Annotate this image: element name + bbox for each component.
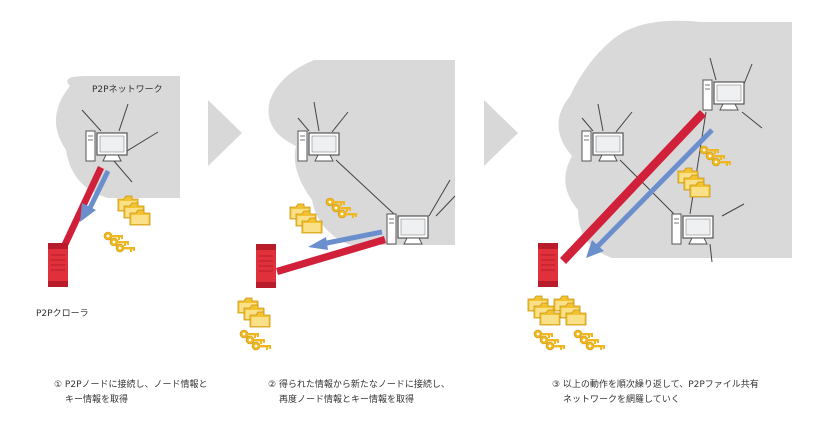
step-arrow-icon <box>208 100 242 166</box>
step-1-line2: キー情報を取得 <box>65 395 129 405</box>
blue-arrow-head <box>80 203 96 222</box>
server-icon <box>255 243 277 289</box>
step-1-caption: ① P2Pノードに接続し、ノード情報と キー情報を取得 <box>54 378 208 408</box>
step-3-caption: ③ 以上の動作を順次繰り返して、P2Pファイル共有 ネットワークを網羅していく <box>552 378 759 408</box>
blue-arrow <box>594 128 714 250</box>
blue-arrow <box>85 169 111 214</box>
server-icon <box>47 242 69 288</box>
step-1-line1: ① P2Pノードに接続し、ノード情報と <box>54 380 208 390</box>
crawler-label: P2Pクローラ <box>36 309 89 319</box>
step-2-line1: ② 得られた情報から新たなノードに接続し、 <box>268 380 450 390</box>
step-3-line1: ③ 以上の動作を順次繰り返して、P2Pファイル共有 <box>552 380 759 390</box>
blue-arrow-head <box>586 240 604 258</box>
step-arrow-icon <box>484 100 518 166</box>
blue-arrow <box>321 229 383 247</box>
red-link <box>276 236 386 275</box>
step-3-line2: ネットワークを網羅していく <box>563 395 680 405</box>
step-2-line2: 再度ノード情報とキー情報を取得 <box>279 395 415 405</box>
blue-arrow-head <box>308 237 328 250</box>
step-2-caption: ② 得られた情報から新たなノードに接続し、 再度ノード情報とキー情報を取得 <box>268 378 450 408</box>
server-icon <box>537 242 559 288</box>
red-link <box>560 110 706 264</box>
network-label: P2Pネットワーク <box>92 85 163 95</box>
